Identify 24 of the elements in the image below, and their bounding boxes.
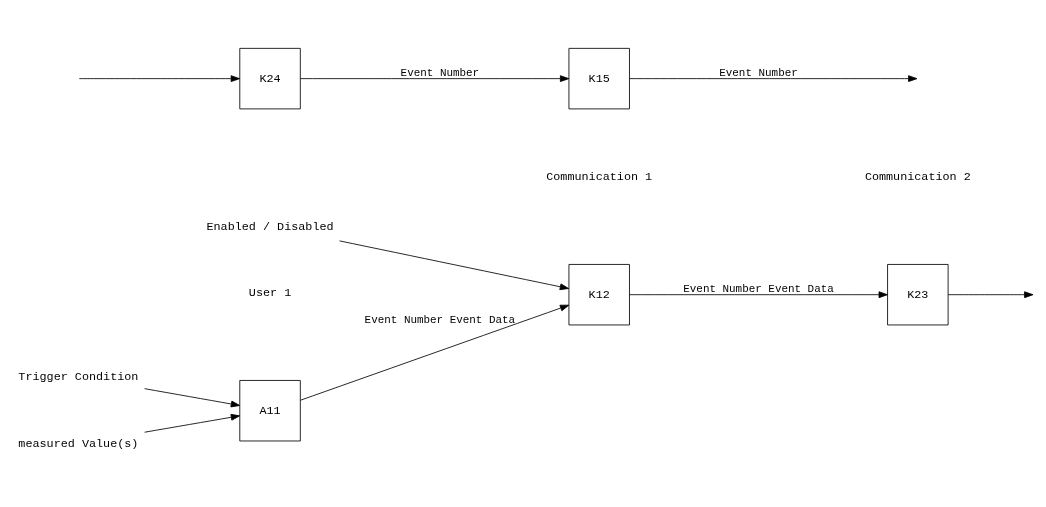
arrow <box>629 75 918 82</box>
node-box: K23 <box>887 264 949 326</box>
edge-label: Event Number Event Data <box>683 282 834 295</box>
node-text: Enabled / Disabled <box>206 219 334 234</box>
arrow <box>78 75 240 82</box>
arrow <box>144 413 241 433</box>
node-box: K12 <box>568 264 630 326</box>
edge-label: Event Number Event Data <box>364 313 516 326</box>
edge-label: Event Number <box>719 66 798 79</box>
arrow <box>339 240 570 291</box>
arrow <box>300 75 570 82</box>
node-box: K24 <box>239 47 301 110</box>
label: User 1 <box>248 286 292 301</box>
node-text: measured Value(s) <box>18 436 139 451</box>
label: Communication 1 <box>546 170 653 185</box>
arrow <box>947 291 1034 299</box>
node-box: K15 <box>568 47 630 110</box>
arrow <box>629 291 888 299</box>
label: Communication 2 <box>864 170 971 185</box>
edge-label: Event Number <box>400 66 480 79</box>
arrow <box>144 388 241 408</box>
arrow <box>300 304 570 401</box>
node-box: A11 <box>239 380 301 442</box>
node-text: Trigger Condition <box>18 370 139 385</box>
